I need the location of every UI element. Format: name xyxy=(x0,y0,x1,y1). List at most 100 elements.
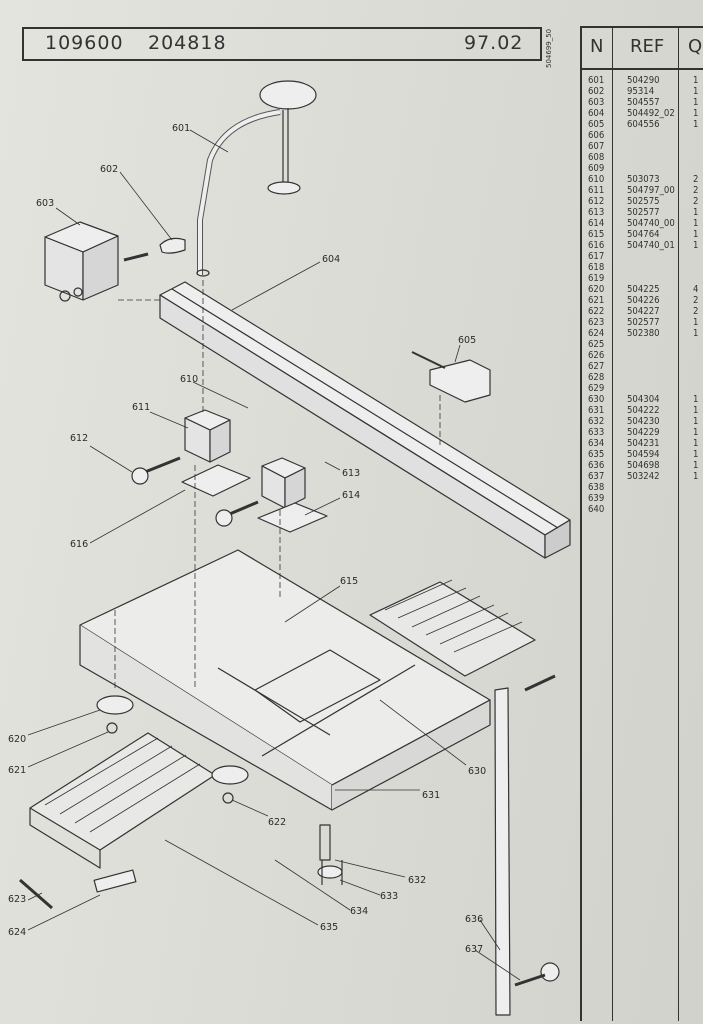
table-cell-ref: 504225 xyxy=(627,284,660,295)
table-cell-q: 1 xyxy=(693,75,699,86)
table-cell-ref: 503073 xyxy=(627,174,660,185)
table-cell-n: 627 xyxy=(588,361,605,372)
table-cell-ref: 504290 xyxy=(627,75,660,86)
table-cell-n: 624 xyxy=(588,328,605,339)
table-cell-q: 1 xyxy=(693,317,699,328)
callout-622: 622 xyxy=(268,817,286,828)
parts-table xyxy=(580,26,703,1021)
table-cell-ref: 504740_00 xyxy=(627,218,675,229)
table-cell-n: 604 xyxy=(588,108,605,119)
table-cell-q: 1 xyxy=(693,97,699,108)
table-cell-n: 615 xyxy=(588,229,605,240)
table-cell-ref: 504492_02 xyxy=(627,108,675,119)
table-cell-n: 633 xyxy=(588,427,605,438)
table-cell-q: 2 xyxy=(693,196,699,207)
support-arm-part xyxy=(494,674,560,1016)
table-cell-n: 639 xyxy=(588,493,605,504)
table-cell-n: 621 xyxy=(588,295,605,306)
header-left-code: 109600 xyxy=(45,32,124,54)
table-cell-ref: 504557 xyxy=(627,97,660,108)
col-header-n: N xyxy=(590,36,604,57)
table-cell-n: 625 xyxy=(588,339,605,350)
col-header-ref: REF xyxy=(630,36,665,57)
table-cell-n: 629 xyxy=(588,383,605,394)
table-cell-q: 2 xyxy=(693,174,699,185)
table-cell-n: 622 xyxy=(588,306,605,317)
table-cell-n: 601 xyxy=(588,75,605,86)
table-cell-q: 1 xyxy=(693,119,699,130)
table-cell-n: 636 xyxy=(588,460,605,471)
table-cell-q: 1 xyxy=(693,86,699,97)
callout-633: 633 xyxy=(380,891,398,902)
table-cell-n: 623 xyxy=(588,317,605,328)
callout-603: 603 xyxy=(36,198,54,209)
table-cell-q: 1 xyxy=(693,471,699,482)
callout-624: 624 xyxy=(8,927,26,938)
table-cell-n: 609 xyxy=(588,163,605,174)
table-cell-n: 630 xyxy=(588,394,605,405)
table-cell-n: 607 xyxy=(588,141,605,152)
table-cell-q: 1 xyxy=(693,438,699,449)
table-cell-ref: 504231 xyxy=(627,438,660,449)
header-mid-code: 204818 xyxy=(148,32,227,54)
table-cell-n: 610 xyxy=(588,174,605,185)
clamp-part xyxy=(196,80,317,277)
table-divider-ref xyxy=(678,26,679,1021)
exploded-view-drawing: 601 602 603 604 605 610 611 612 613 614 … xyxy=(8,80,571,1016)
table-cell-ref: 504226 xyxy=(627,295,660,306)
col-header-q: Q xyxy=(688,36,703,57)
table-cell-ref: 95314 xyxy=(627,86,655,97)
callout-613: 613 xyxy=(342,468,360,479)
table-cell-ref: 504764 xyxy=(627,229,660,240)
table-cell-n: 632 xyxy=(588,416,605,427)
callout-614: 614 xyxy=(342,490,360,501)
table-cell-q: 1 xyxy=(693,427,699,438)
table-cell-q: 1 xyxy=(693,449,699,460)
table-cell-n: 618 xyxy=(588,262,605,273)
table-cell-ref: 504698 xyxy=(627,460,660,471)
table-header-rule xyxy=(580,68,703,70)
feet-part xyxy=(19,695,343,910)
callout-612: 612 xyxy=(70,433,88,444)
callout-labels: 601 602 603 604 605 610 611 612 613 614 … xyxy=(8,123,486,955)
table-cell-q: 1 xyxy=(693,229,699,240)
table-cell-n: 634 xyxy=(588,438,605,449)
table-cell-q: 1 xyxy=(693,328,699,339)
table-cell-ref: 504797_00 xyxy=(627,185,675,196)
table-cell-ref: 503242 xyxy=(627,471,660,482)
table-cell-q: 1 xyxy=(693,207,699,218)
table-cell-ref: 502577 xyxy=(627,207,660,218)
table-cell-ref: 504229 xyxy=(627,427,660,438)
callout-636: 636 xyxy=(465,914,483,925)
table-cell-n: 606 xyxy=(588,130,605,141)
table-cell-ref: 604556 xyxy=(627,119,660,130)
callout-604: 604 xyxy=(322,254,340,265)
table-cell-n: 616 xyxy=(588,240,605,251)
callout-631: 631 xyxy=(422,790,440,801)
table-cell-n: 613 xyxy=(588,207,605,218)
clip-part xyxy=(159,237,186,254)
table-cell-q: 1 xyxy=(693,405,699,416)
callout-610: 610 xyxy=(180,374,198,385)
table-cell-n: 612 xyxy=(588,196,605,207)
end-cap-part xyxy=(44,221,149,302)
table-cell-ref: 504230 xyxy=(627,416,660,427)
table-cell-n: 614 xyxy=(588,218,605,229)
table-cell-n: 603 xyxy=(588,97,605,108)
callout-630: 630 xyxy=(468,766,486,777)
table-cell-n: 638 xyxy=(588,482,605,493)
fence-rail-part xyxy=(159,281,571,559)
table-cell-n: 640 xyxy=(588,504,605,515)
table-cell-q: 1 xyxy=(693,416,699,427)
table-cell-ref: 504222 xyxy=(627,405,660,416)
callout-602: 602 xyxy=(100,164,118,175)
table-cell-n: 605 xyxy=(588,119,605,130)
table-cell-n: 619 xyxy=(588,273,605,284)
table-cell-ref: 502380 xyxy=(627,328,660,339)
leader-lines xyxy=(27,129,521,981)
table-cell-q: 4 xyxy=(693,284,699,295)
table-cell-q: 2 xyxy=(693,185,699,196)
table-cell-ref: 504227 xyxy=(627,306,660,317)
table-cell-q: 1 xyxy=(693,108,699,119)
